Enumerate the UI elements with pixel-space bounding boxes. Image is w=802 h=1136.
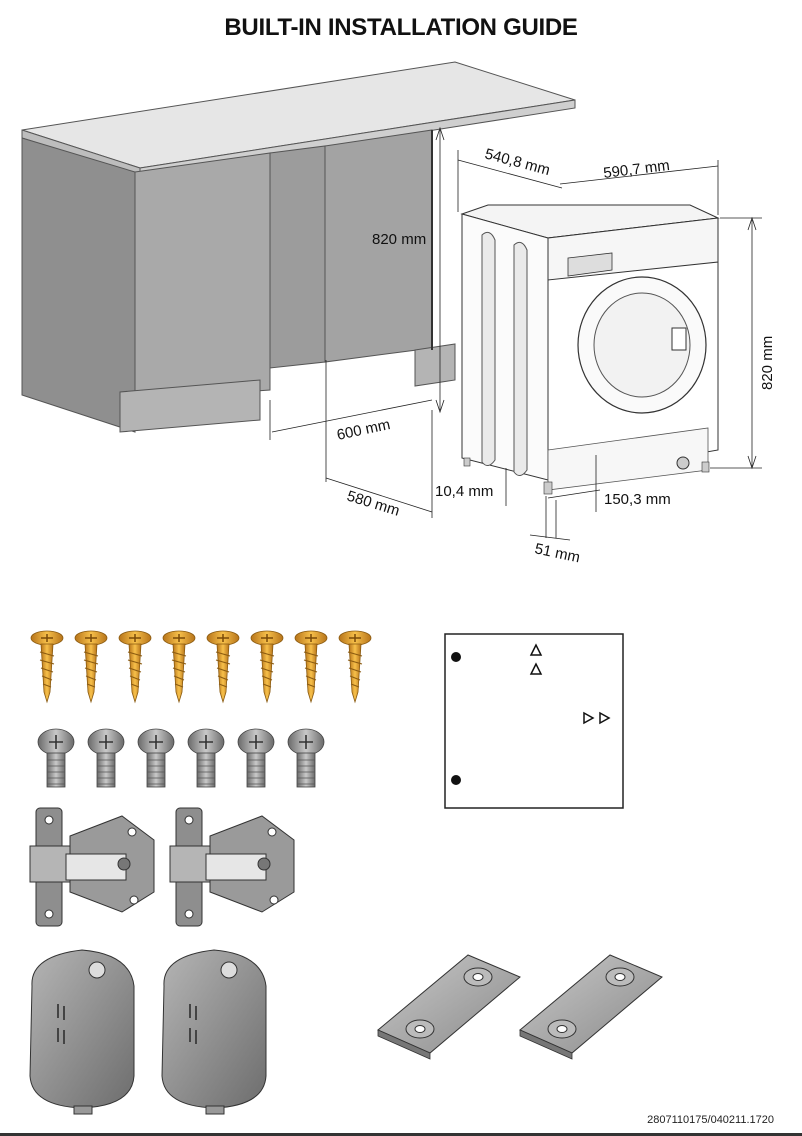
machine-screw [237,728,275,788]
dim-machine-height: 820 mm [759,336,776,390]
dim-niche-width: 600 mm [335,416,392,444]
machine-screw [87,728,125,788]
machine-screw [187,728,225,788]
dim-niche-depth: 580 mm [345,488,402,520]
parts-panel [444,633,624,809]
triangle-right-icon [583,711,595,725]
mounting-plate [519,954,663,1060]
wood-screw [206,630,240,704]
hinge [29,807,155,927]
triangle-up-icon [529,643,543,656]
dim-foot-gap: 10,4 mm [435,483,493,500]
caps-row [29,949,267,1115]
cap [161,949,267,1115]
document-code: 2807110175/040211.1720 [647,1114,774,1126]
dim-width: 590,7 mm [602,157,670,182]
machine-screw [37,728,75,788]
wood-screw [118,630,152,704]
wood-screw [250,630,284,704]
marker-dot [451,775,461,785]
dim-depth: 540,8 mm [483,145,552,179]
cap [29,949,135,1115]
machine-screws-row [37,728,325,788]
hinge [169,807,295,927]
triangle-up-icon [529,662,543,675]
triangle-right-icon [599,711,611,725]
dim-toe-offset: 150,3 mm [604,491,671,508]
kitchen-cabinet [21,61,576,433]
marker-dot [451,652,461,662]
wood-screws-row [30,630,372,704]
wood-screw [74,630,108,704]
page-title: BUILT-IN INSTALLATION GUIDE [224,14,578,41]
wood-screw [338,630,372,704]
wood-screw [294,630,328,704]
dimension-lines [269,126,762,541]
machine-screw [137,728,175,788]
bottom-divider [0,1133,802,1136]
dim-cabinet-height: 820 mm [372,231,426,248]
wood-screw [30,630,64,704]
plates-row [377,954,663,1060]
mounting-plate [377,954,521,1060]
wood-screw [162,630,196,704]
dim-plinth: 51 mm [533,540,581,566]
washing-machine [460,204,720,495]
hinges-row [29,807,295,927]
machine-screw [287,728,325,788]
